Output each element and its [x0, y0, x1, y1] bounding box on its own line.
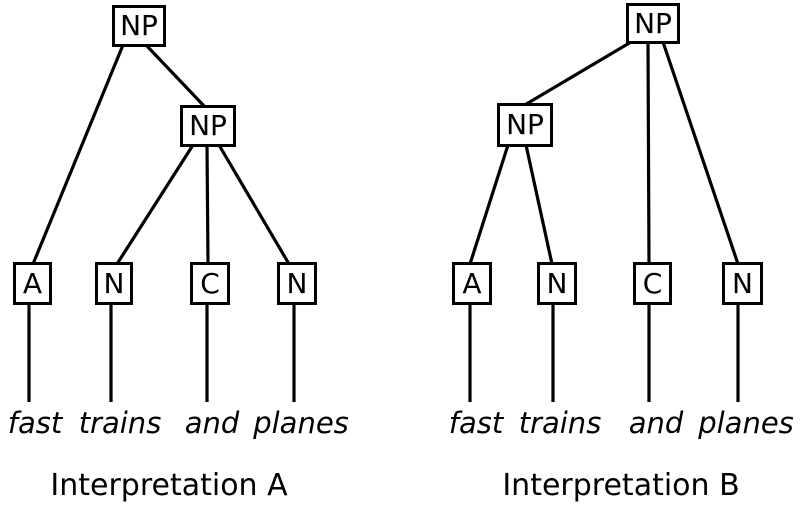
tree-b-leaf-c: C [633, 262, 672, 305]
edge-a-inner-to-c [205, 144, 210, 265]
edge-a-root-to-inner-np [144, 43, 207, 109]
tree-a-word-fast: fast [7, 406, 63, 440]
edge-b-root-to-n2 [661, 41, 740, 265]
tree-b-leaf-n1: N [537, 262, 577, 305]
edge-a-inner-to-n2 [217, 144, 291, 265]
tree-b-word-fast: fast [448, 406, 504, 440]
tree-a-leaf-a: A [13, 262, 52, 305]
edge-b-inner-to-a [468, 144, 510, 265]
tree-b-root-node: NP [626, 3, 680, 44]
edge-b-root-to-inner-np [522, 40, 632, 108]
tree-a-word-planes: planes [253, 406, 349, 440]
tree-b-word-and: and [628, 406, 684, 440]
tree-a-leaf-n1: N [95, 262, 133, 305]
tree-a-leaf-n2: N [277, 262, 317, 305]
tree-a-leaf-c: C [190, 262, 230, 305]
tree-a-word-trains: trains [78, 406, 162, 440]
tree-a-word-and: and [184, 406, 240, 440]
edge-a-root-to-a [31, 44, 125, 265]
tree-b-leaf-a: A [452, 262, 492, 305]
tree-a-caption: Interpretation A [50, 468, 288, 503]
tree-b-caption: Interpretation B [502, 468, 740, 503]
tree-b-word-trains: trains [518, 406, 602, 440]
tree-b-inner-np-node: NP [497, 103, 553, 147]
tree-a-inner-np-node: NP [180, 105, 236, 147]
tree-b-word-planes: planes [698, 406, 794, 440]
tree-a-root-node: NP [112, 5, 166, 47]
edge-a-inner-to-n1 [115, 144, 195, 265]
tree-b-leaf-n2: N [722, 262, 763, 305]
edge-b-inner-to-n1 [524, 144, 554, 265]
edge-b-root-to-c [646, 41, 651, 265]
